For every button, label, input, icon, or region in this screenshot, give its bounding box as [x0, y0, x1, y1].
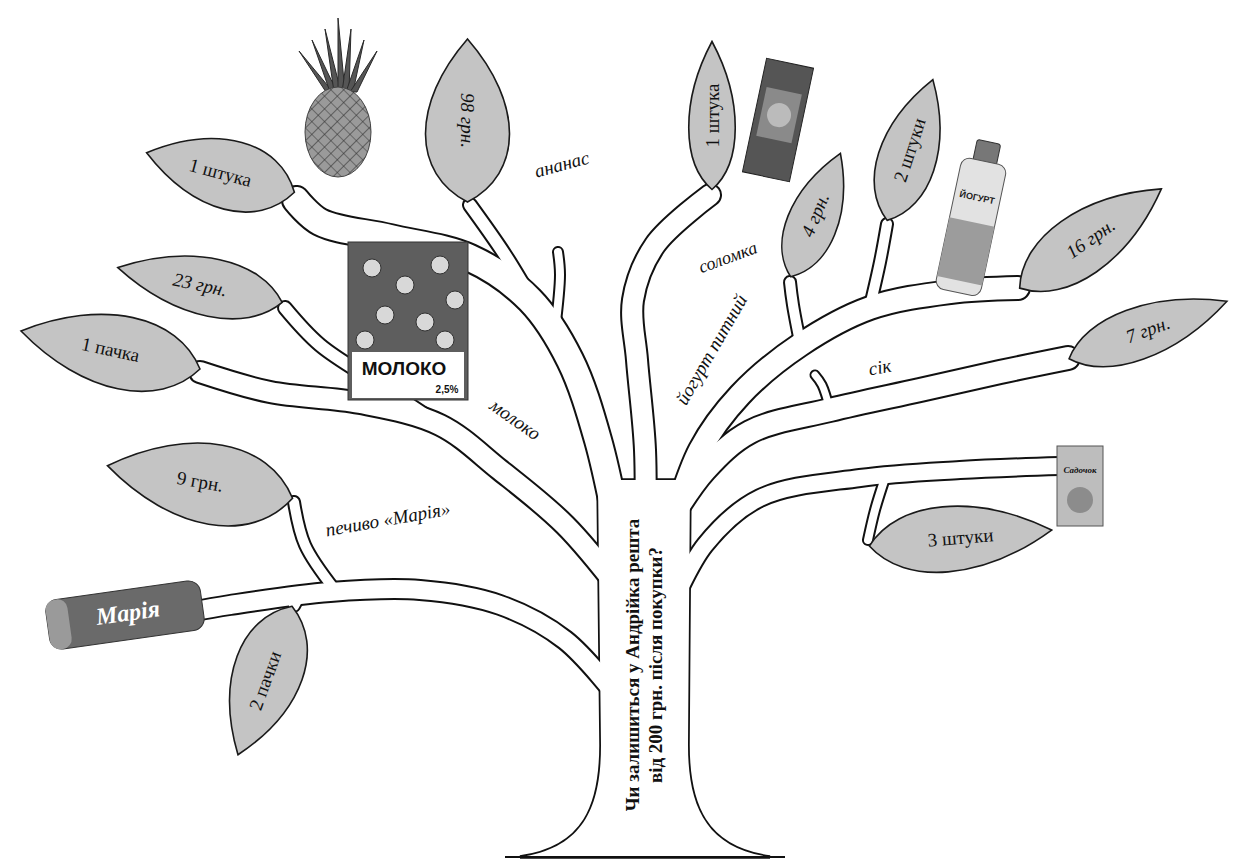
pineapple-picture [299, 18, 377, 177]
leaf-outline [425, 39, 509, 202]
branch-label: ананас [529, 146, 595, 184]
milk-pack-flower [376, 306, 394, 324]
branch-fill [790, 282, 800, 342]
leaf-outline [860, 71, 961, 230]
branch-fill [294, 502, 335, 590]
branch-fill [555, 252, 560, 330]
leaf-node: 1 штука [680, 40, 745, 190]
leaf-node: 16 грн. [994, 153, 1186, 323]
leaf-outline [206, 594, 325, 766]
package-text: МОЛОКО [362, 358, 447, 381]
branch-fill [670, 358, 1068, 520]
branch-outline [670, 466, 1060, 610]
leaf-outline [866, 498, 1054, 579]
branch-fill [815, 375, 830, 410]
leaf-node: 1 штука [133, 106, 307, 238]
leaf-outline [1002, 163, 1179, 313]
ground-line [505, 856, 785, 858]
straw-pack-figure [765, 101, 793, 129]
leaf-outline [1060, 277, 1236, 383]
milk-pack-body [348, 242, 468, 400]
branch-outline [670, 358, 1068, 520]
yogurt-bottle-picture [935, 137, 1012, 297]
straw-pack-picture [742, 58, 813, 181]
tree-fill [190, 195, 1068, 857]
leaf-node: 2 штуки [849, 66, 971, 233]
leaf-outline [100, 426, 299, 538]
branch-fill [296, 200, 620, 540]
leaf-outline [767, 144, 863, 286]
leaf-node: 2 пачки [193, 589, 337, 772]
milk-pack-flower [436, 331, 454, 349]
branch-fill [470, 205, 535, 305]
branch-outline [294, 595, 300, 606]
straw-pack-band [756, 87, 802, 143]
leaf-node: 9 грн. [97, 411, 303, 552]
branch-label: соломка [693, 236, 763, 279]
branch-fill [294, 595, 300, 606]
branch-label: печиво «Марія» [321, 497, 455, 542]
milk-pack-flower [446, 291, 464, 309]
milk-pack-flower [396, 276, 414, 294]
tree-outline [190, 195, 1068, 857]
milk-pack-band [352, 352, 464, 398]
cookie-pack-picture [44, 579, 205, 650]
leaf-node: 3 штуки [864, 485, 1056, 591]
leaf-label: 1 штука [701, 83, 723, 147]
question-text: Чи залишиться у Андрійка решта від 200 г… [622, 510, 668, 820]
leaf-outline [689, 41, 736, 189]
pineapple-crown [350, 51, 377, 92]
branch-label: сік [864, 354, 896, 381]
pineapple-body [305, 87, 371, 177]
leaf-outline [13, 295, 207, 404]
pineapple-skin [305, 87, 371, 177]
leaf-outline [137, 119, 303, 225]
branch-fill [870, 224, 887, 306]
straw-pack-body [742, 58, 813, 181]
leaf-outline [112, 239, 288, 330]
yogurt-bottle-body [935, 157, 1008, 298]
milk-pack-flower [356, 331, 374, 349]
package-text: Садочок [1063, 465, 1096, 476]
milk-pack-flower [431, 256, 449, 274]
cookie-pack-end [44, 598, 73, 651]
yogurt-bottle-band [937, 217, 994, 285]
juice-box-body [1057, 446, 1103, 526]
leaf-label: 98 грн. [456, 93, 478, 148]
juice-box-picture [1057, 446, 1103, 526]
milk-pack-flower [416, 313, 434, 331]
leaf-node: 98 грн. [410, 38, 525, 203]
package-text: 2,5% [436, 384, 459, 396]
leaf-node: 4 грн. [757, 139, 872, 290]
branch-outline [790, 282, 800, 342]
juice-box-fruit [1067, 487, 1093, 513]
branch-fill [670, 466, 1060, 610]
milk-pack-flower [363, 259, 381, 277]
branch-outline [294, 502, 335, 590]
branch-outline [555, 252, 560, 330]
branch-label: молоко [483, 393, 548, 448]
leaf-node: 7 грн. [1056, 267, 1240, 393]
milk-pack-picture [348, 242, 468, 400]
cookie-pack-body [44, 579, 205, 650]
